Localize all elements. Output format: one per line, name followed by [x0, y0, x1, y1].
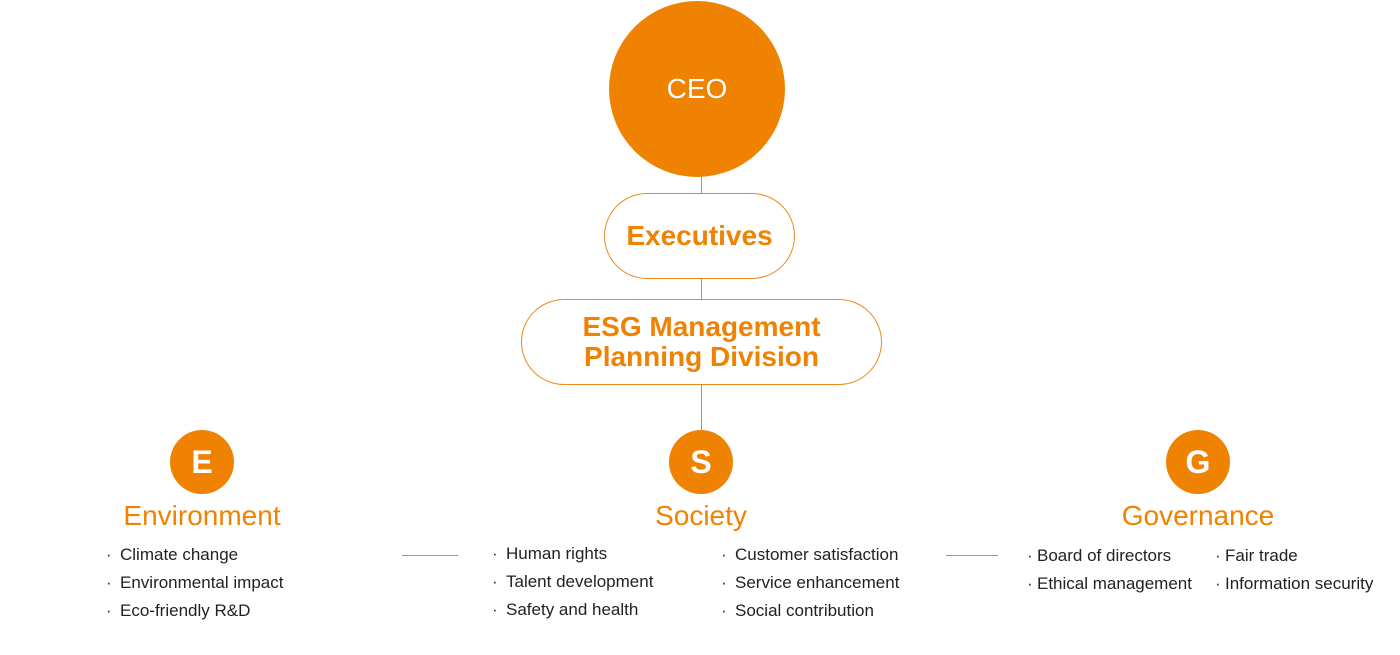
- executives-node: Executives: [604, 193, 795, 279]
- list-item: ·Customer satisfaction: [721, 545, 899, 564]
- society-title: Society: [655, 500, 747, 531]
- governance-letter: G: [1185, 443, 1211, 480]
- list-item: ·Eco-friendly R&D: [106, 601, 251, 620]
- list-item: ·Service enhancement: [721, 573, 900, 592]
- society-letter-badge: S: [669, 430, 733, 494]
- society-item-list-col2: ·Customer satisfaction ·Service enhancem…: [721, 541, 899, 625]
- esg-division-label-line2: Planning Division: [584, 341, 819, 372]
- list-item: ·Environmental impact: [106, 573, 284, 592]
- list-item: ·Information security: [1215, 574, 1374, 593]
- environment-title: Environment: [123, 500, 281, 531]
- list-item: ·Talent development: [492, 572, 654, 591]
- list-item: ·Climate change: [106, 545, 239, 564]
- list-item: ·Social contribution: [721, 601, 874, 620]
- governance-letter-badge: G: [1166, 430, 1230, 494]
- society-item-list-col1: ·Human rights ·Talent development ·Safet…: [492, 540, 653, 624]
- esg-division-node: ESG Management Planning Division: [521, 299, 882, 385]
- connector-environment-society: [402, 555, 458, 556]
- environment-item-list: ·Climate change ·Environmental impact ·E…: [106, 541, 283, 625]
- list-item: ·Ethical management: [1027, 574, 1192, 593]
- connector-ceo-executives: [701, 176, 702, 194]
- connector-esg-society: [701, 384, 702, 430]
- list-item: ·Human rights: [492, 544, 608, 563]
- executives-label: Executives: [626, 220, 773, 251]
- connector-executives-esg: [701, 278, 702, 300]
- governance-item-list-col2: ·Fair trade ·Information security: [1215, 542, 1373, 598]
- environment-letter: E: [191, 443, 213, 480]
- ceo-node: CEO: [609, 1, 785, 177]
- esg-division-label-line1: ESG Management: [582, 311, 821, 342]
- list-item: ·Board of directors: [1027, 546, 1172, 565]
- governance-title: Governance: [1121, 500, 1275, 531]
- connector-society-governance: [946, 555, 998, 556]
- governance-item-list-col1: ·Board of directors ·Ethical management: [1027, 542, 1192, 598]
- ceo-label: CEO: [666, 73, 728, 104]
- society-letter: S: [690, 443, 712, 480]
- list-item: ·Safety and health: [492, 600, 639, 619]
- environment-letter-badge: E: [170, 430, 234, 494]
- list-item: ·Fair trade: [1215, 546, 1298, 565]
